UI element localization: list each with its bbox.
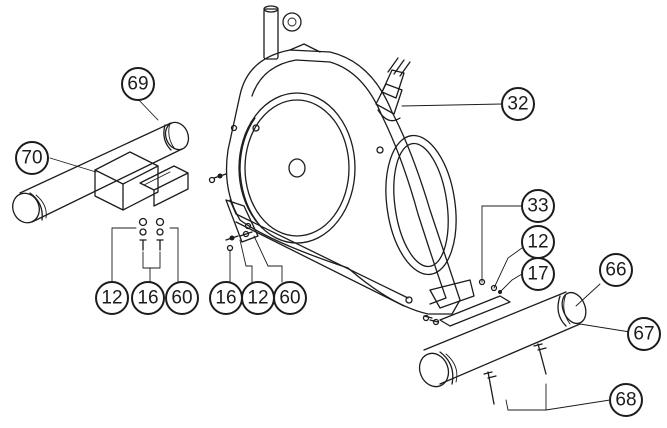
rear-fasteners — [111, 217, 179, 283]
callout-label: 12 — [527, 232, 548, 253]
callout-60-front: 60 — [273, 281, 307, 315]
crank-housing — [225, 5, 475, 315]
callout-label: 69 — [127, 74, 148, 95]
callout-60-rear: 60 — [165, 281, 199, 315]
callout-label: 32 — [507, 94, 528, 115]
callout-label: 17 — [527, 264, 548, 285]
callout-68: 68 — [609, 383, 643, 417]
callout-66: 66 — [599, 253, 633, 287]
callout-label: 33 — [527, 196, 548, 217]
callout-label: 66 — [605, 260, 626, 281]
callout-label: 16 — [215, 288, 236, 309]
front-foot-fasteners — [422, 205, 523, 326]
callout-32: 32 — [501, 87, 535, 121]
callout-label: 16 — [137, 288, 158, 309]
callout-12-rear: 12 — [95, 281, 129, 315]
callout-label: 68 — [615, 390, 636, 411]
callout-label: 70 — [21, 148, 42, 169]
callout-label: 12 — [101, 288, 122, 309]
leader-lines — [49, 94, 631, 333]
callout-label: 67 — [633, 324, 654, 345]
callout-17: 17 — [521, 257, 555, 291]
callout-69: 69 — [121, 67, 155, 101]
handle-post — [375, 57, 411, 122]
callout-12-front: 12 — [241, 281, 275, 315]
callout-33: 33 — [521, 189, 555, 223]
callout-label: 60 — [171, 288, 192, 309]
callout-12-right: 12 — [521, 225, 555, 259]
callout-label: 60 — [279, 288, 300, 309]
callout-16-rear: 16 — [131, 281, 165, 315]
callout-70: 70 — [15, 141, 49, 175]
front-mounting-plate — [208, 173, 283, 283]
callout-label: 12 — [247, 288, 268, 309]
front-stabilizer — [418, 291, 611, 411]
rear-stabilizer — [12, 121, 190, 224]
callout-16-front: 16 — [209, 281, 243, 315]
callout-67: 67 — [627, 317, 661, 351]
